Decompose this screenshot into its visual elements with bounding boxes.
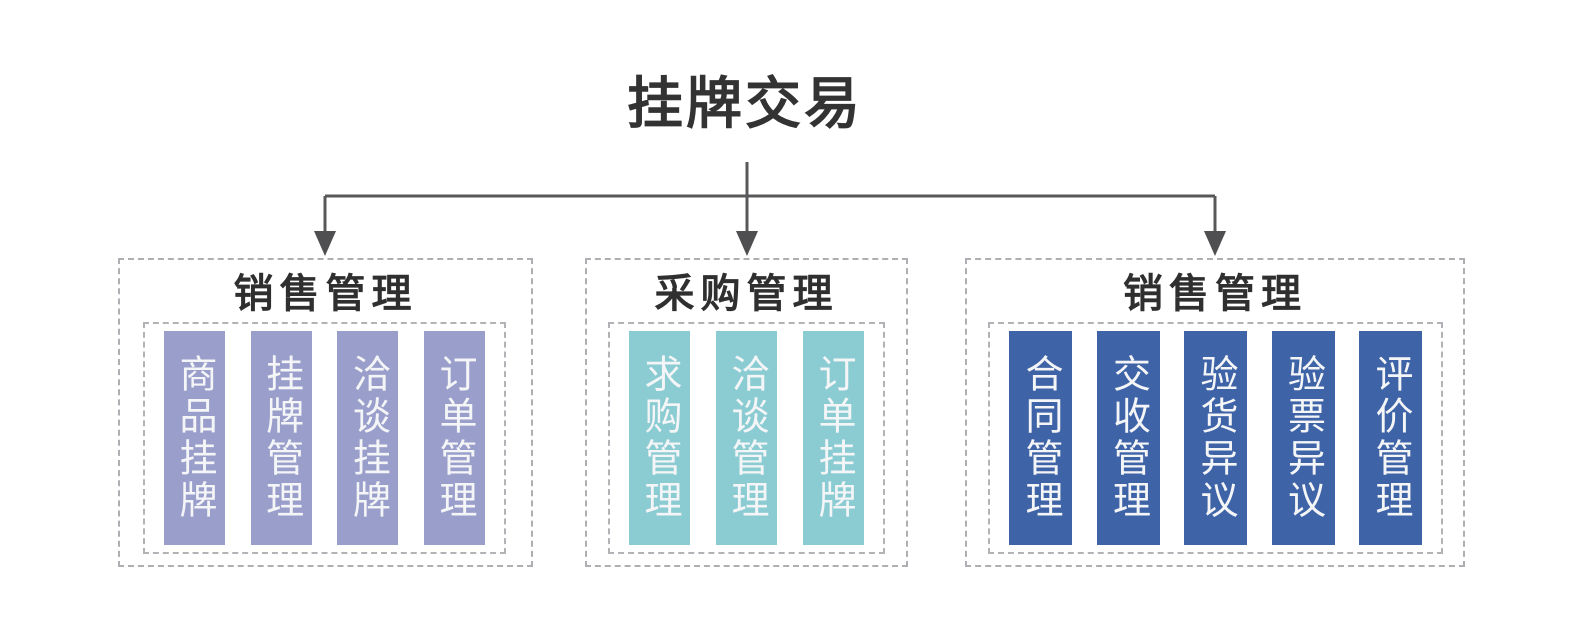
arrowhead-left-icon bbox=[314, 231, 336, 256]
module-bar: 洽谈管理 bbox=[716, 331, 777, 545]
module-bar: 交收管理 bbox=[1096, 331, 1160, 545]
arrowhead-center-icon bbox=[736, 231, 758, 256]
group-title: 销售管理 bbox=[233, 272, 418, 316]
module-bar: 挂牌管理 bbox=[250, 331, 312, 545]
diagram-title: 挂牌交易 bbox=[627, 72, 863, 135]
module-bar: 验票异议 bbox=[1271, 331, 1335, 545]
group-sales-management-1: 销售管理 商品挂牌 挂牌管理 洽谈挂牌 订单管理 bbox=[118, 258, 533, 567]
group-items-container: 求购管理 洽谈管理 订单挂牌 bbox=[608, 322, 885, 554]
module-bar: 验货异议 bbox=[1184, 331, 1247, 545]
module-bar: 评价管理 bbox=[1359, 331, 1422, 545]
group-sales-management-2: 销售管理 合同管理 交收管理 验货异议 验票异议 评价管理 bbox=[965, 258, 1465, 567]
module-bar: 合同管理 bbox=[1009, 331, 1072, 545]
module-bar: 求购管理 bbox=[629, 331, 690, 545]
group-procurement-management: 采购管理 求购管理 洽谈管理 订单挂牌 bbox=[585, 258, 908, 567]
group-items-container: 合同管理 交收管理 验货异议 验票异议 评价管理 bbox=[988, 322, 1443, 554]
module-bar: 订单管理 bbox=[423, 331, 485, 545]
group-title: 采购管理 bbox=[654, 272, 839, 316]
module-bar: 商品挂牌 bbox=[164, 331, 225, 545]
group-title: 销售管理 bbox=[1123, 272, 1307, 316]
arrowhead-right-icon bbox=[1204, 231, 1226, 256]
module-bar: 订单挂牌 bbox=[803, 331, 864, 545]
module-bar: 洽谈挂牌 bbox=[337, 331, 399, 545]
group-items-container: 商品挂牌 挂牌管理 洽谈挂牌 订单管理 bbox=[143, 322, 506, 554]
